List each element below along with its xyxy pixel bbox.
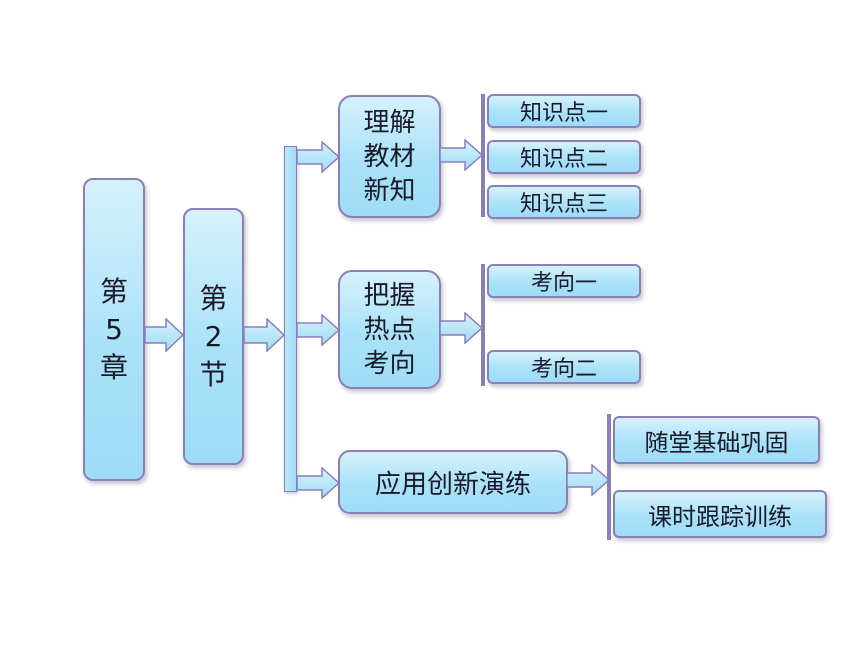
exam-direction-2[interactable]: 考向二 — [487, 350, 641, 384]
after-class-training[interactable]: 课时跟踪训练 — [613, 490, 827, 538]
arrow-right-icon — [439, 312, 483, 344]
section-label: 第 2 节 — [199, 281, 228, 391]
arrow-right-icon — [566, 464, 610, 496]
bracket-bar — [481, 264, 485, 386]
arrow-right-icon — [296, 314, 340, 346]
arrow-right-icon — [296, 467, 340, 499]
knowledge-point-1[interactable]: 知识点一 — [487, 94, 641, 128]
branch-label: 理解 教材 新知 — [363, 107, 416, 206]
item-label: 知识点三 — [519, 192, 608, 217]
item-label: 考向一 — [530, 271, 597, 296]
branch-practice-box[interactable]: 应用创新演练 — [338, 450, 568, 514]
chapter-label: 第 5 章 — [99, 274, 128, 384]
chapter-box[interactable]: 第 5 章 — [83, 178, 145, 481]
bracket-bar — [481, 94, 485, 217]
classroom-consolidation[interactable]: 随堂基础巩固 — [613, 416, 820, 464]
item-label: 考向二 — [530, 357, 597, 382]
branch-label: 应用创新演练 — [374, 469, 531, 500]
bracket-bar — [607, 414, 611, 540]
branch-hotspot-box[interactable]: 把握 热点 考向 — [338, 270, 441, 389]
arrow-right-icon — [144, 318, 184, 352]
exam-direction-1[interactable]: 考向一 — [487, 264, 641, 298]
arrow-right-icon — [439, 139, 483, 171]
item-label: 随堂基础巩固 — [644, 428, 789, 457]
item-label: 知识点二 — [519, 147, 608, 172]
section-box[interactable]: 第 2 节 — [183, 208, 244, 465]
arrow-right-icon — [243, 318, 285, 352]
branch-label: 把握 热点 考向 — [363, 280, 416, 379]
branch-understand-box[interactable]: 理解 教材 新知 — [338, 95, 441, 218]
knowledge-point-2[interactable]: 知识点二 — [487, 140, 641, 174]
knowledge-point-3[interactable]: 知识点三 — [487, 185, 641, 219]
item-label: 知识点一 — [519, 101, 608, 126]
arrow-right-icon — [296, 141, 340, 173]
branch-connector-bar — [284, 146, 297, 492]
item-label: 课时跟踪训练 — [648, 502, 792, 531]
